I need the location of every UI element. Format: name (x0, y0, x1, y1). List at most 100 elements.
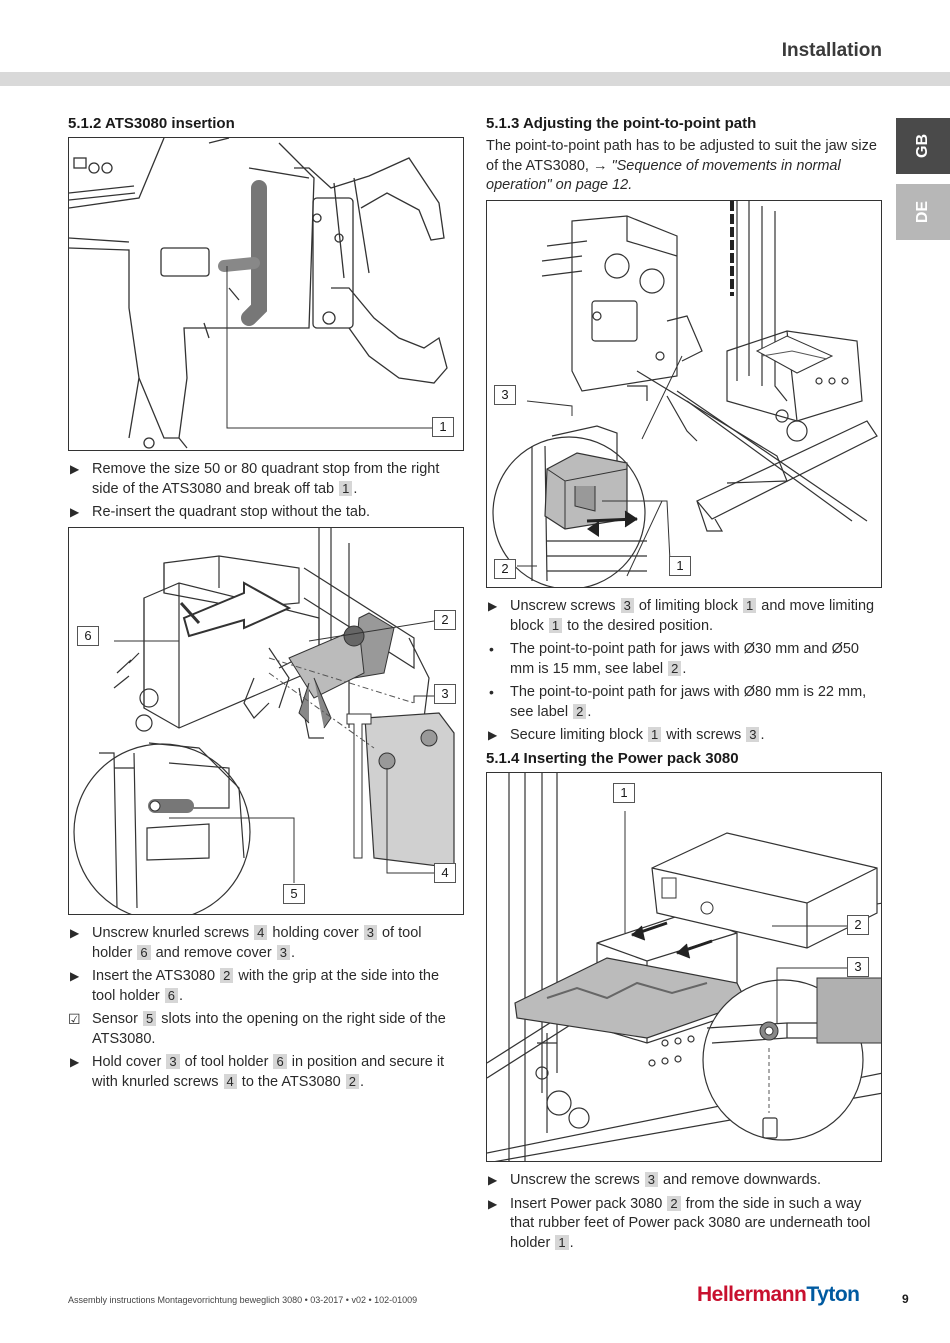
figure-tool-holder-assembly: 6 2 3 4 5 (68, 527, 464, 915)
step-text: Re-insert the quadrant stop without the … (92, 504, 371, 520)
instruction-step: ▶Insert the ATS3080 2 with the grip at t… (68, 967, 464, 1006)
figure-power-pack: 1 2 3 (486, 772, 882, 1162)
step-text: of tool holder (180, 1054, 273, 1070)
step-text: and move limiting block (510, 598, 875, 634)
step-text: holding cover (268, 925, 363, 941)
step-text: Unscrew knurled screws (92, 925, 254, 941)
steps-quadrant-stop: ▶ Remove the size 50 or 80 quadrant stop … (68, 460, 464, 527)
ats3080-tool-illustration (69, 138, 448, 449)
step-text: Sensor (92, 1011, 142, 1027)
step-arrow-icon: ▶ (70, 505, 80, 519)
reference-label: 2 (667, 1195, 681, 1211)
step-text: . (760, 727, 765, 743)
steps-power-pack: ▶Unscrew the screws 3 and remove downwar… (486, 1171, 882, 1257)
step-arrow-icon: ▶ (70, 969, 80, 983)
section-heading-5-1-3: 5.1.3 Adjusting the point-to-point path (486, 115, 757, 132)
figure-ats3080-tool: 1 (68, 137, 464, 451)
step-arrow-icon: ▶ (488, 1196, 498, 1211)
language-tab-gb[interactable]: GB (896, 118, 950, 174)
section-heading-5-1-4: 5.1.4 Inserting the Power pack 3080 (486, 750, 739, 767)
reference-label: 4 (223, 1073, 237, 1089)
page-number: 9 (902, 1292, 909, 1306)
language-tab-de[interactable]: DE (896, 184, 950, 240)
instruction-step: ▶Unscrew knurled screws 4 holding cover … (68, 924, 464, 963)
reference-label: 2 (668, 660, 682, 676)
step-text: Insert Power pack 3080 (510, 1195, 667, 1212)
step-text: Hold cover (92, 1054, 166, 1070)
step-arrow-icon: ▶ (488, 1173, 498, 1187)
callout-5: 5 (283, 884, 305, 904)
callout-3: 3 (494, 385, 516, 405)
step-text: . (353, 480, 358, 497)
instruction-step: ▶Unscrew screws 3 of limiting block 1 an… (486, 597, 882, 636)
footer-document-info: Assembly instructions Montagevorrichtung… (68, 1295, 418, 1305)
header-bar (0, 72, 950, 86)
instruction-step: ▶Secure limiting block 1 with screws 3. (486, 726, 882, 746)
step-text: with screws (662, 727, 746, 743)
callout-2: 2 (494, 559, 516, 579)
logo-part-hellermann: Hellermann (697, 1283, 807, 1306)
reference-label: 3 (166, 1054, 180, 1069)
step-text: and remove downwards. (659, 1172, 821, 1188)
reference-label: 5 (142, 1011, 157, 1026)
step-arrow-icon: ▶ (488, 728, 498, 742)
steps-limiting-block: ▶Unscrew screws 3 of limiting block 1 an… (486, 597, 882, 750)
instruction-step: ▶Remove the size 50 or 80 quadrant stop … (68, 460, 464, 499)
reference-label: 3 (363, 925, 377, 940)
language-tab-gb-label: GB (914, 134, 931, 158)
step-text: Remove the size 50 or 80 quadrant stop f… (92, 461, 440, 497)
step-text: The point-to-point path for jaws with Ø3… (510, 641, 859, 677)
step-text: to the ATS3080 (237, 1073, 345, 1090)
step-text: from the side in such a way that rubber … (510, 1195, 871, 1251)
bullet-icon: • (489, 684, 494, 700)
reference-label: 6 (164, 987, 178, 1003)
reference-label: 6 (273, 1054, 287, 1069)
step-text: of limiting block (634, 598, 742, 614)
step-text: . (682, 660, 687, 677)
callout-2: 2 (434, 610, 456, 630)
callout-6: 6 (77, 626, 99, 646)
page-header-title: Installation (781, 40, 882, 61)
step-text: . (569, 1234, 574, 1251)
intro-link-reference[interactable]: "Sequence of movements in normal operati… (486, 157, 841, 194)
intro-text: The point-to-point path has to be adjust… (486, 138, 877, 174)
step-arrow-icon: ▶ (70, 926, 80, 940)
callout-1: 1 (432, 417, 454, 437)
step-text: of tool holder (92, 925, 422, 961)
reference-label: 2 (345, 1073, 359, 1089)
reference-label: 1 (555, 1234, 569, 1250)
reference-label: 1 (339, 480, 353, 496)
section-heading-5-1-2: 5.1.2 ATS3080 insertion (68, 115, 235, 132)
callout-1: 1 (613, 783, 635, 803)
reference-label: 3 (644, 1172, 658, 1187)
instruction-step: ▶ Re-insert the quadrant stop without the… (68, 503, 464, 523)
step-text: . (290, 944, 295, 961)
tool-holder-illustration (73, 528, 455, 914)
callout-3: 3 (434, 684, 456, 704)
company-logo: HellermannTyton (697, 1283, 860, 1307)
step-text: to the desired position. (563, 617, 714, 634)
reference-label: 3 (620, 598, 634, 613)
checkbox-result-icon: ☑ (68, 1011, 81, 1027)
power-pack-illustration (487, 773, 881, 1161)
language-tab-de-label: DE (914, 200, 931, 224)
step-text: Insert the ATS3080 (92, 968, 220, 984)
step-text: in position and secure it with knurled s… (92, 1054, 445, 1090)
callout-4: 4 (434, 863, 456, 883)
step-text: slots into the opening on the right side… (92, 1011, 446, 1047)
instruction-step: •The point-to-point path for jaws with Ø… (486, 640, 882, 679)
reference-label: 2 (573, 703, 587, 719)
step-text: The point-to-point path for jaws with Ø8… (510, 684, 867, 720)
steps-insert-ats3080: ▶Unscrew knurled screws 4 holding cover … (68, 924, 464, 1096)
reference-label: 2 (220, 968, 234, 983)
callout-3: 3 (847, 957, 869, 977)
limiting-block-illustration (492, 201, 878, 587)
reference-label: 1 (648, 727, 662, 742)
step-text: and remove cover (151, 944, 276, 961)
instruction-step: ▶ Insert Power pack 3080 2 from the side … (486, 1195, 882, 1254)
callout-1: 1 (669, 556, 691, 576)
instruction-step: ▶Unscrew the screws 3 and remove downwar… (486, 1171, 882, 1191)
instruction-step: ▶Hold cover 3 of tool holder 6 in positi… (68, 1053, 464, 1092)
instruction-step: ☑ Sensor 5 slots into the opening on the … (68, 1010, 464, 1049)
reference-label: 1 (548, 617, 563, 633)
